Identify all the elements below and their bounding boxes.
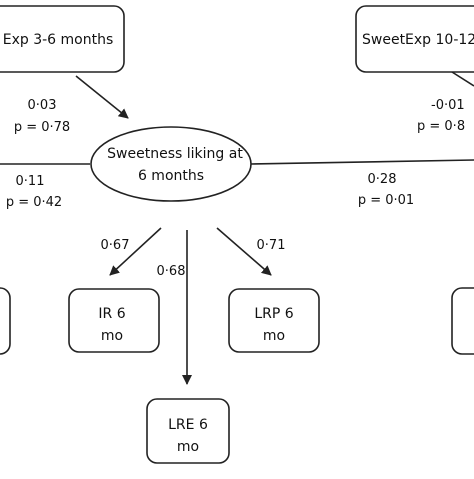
node-sweetexp-10-12-label: SweetExp 10-12 <box>362 32 474 48</box>
latent-label-line1: Sweetness liking at <box>107 146 243 162</box>
node-lre: LRE 6 mo <box>146 398 230 464</box>
arrow-latent-to-right <box>250 159 474 165</box>
p-right: p = 0·01 <box>358 193 414 208</box>
loading-ir: 0·67 <box>101 238 130 253</box>
p-exp1012: p = 0·8 <box>417 119 465 134</box>
coef-exp36: 0·03 <box>28 98 57 113</box>
arrow-latent-to-ir <box>109 227 162 276</box>
node-lre-line2: mo <box>177 439 199 455</box>
node-right-partial <box>451 287 474 355</box>
node-lrp-line2: mo <box>263 328 285 344</box>
coef-right: 0·28 <box>368 172 397 187</box>
p-left: p = 0·42 <box>6 195 62 210</box>
latent-label-line2: 6 months <box>138 168 204 184</box>
loading-lre: 0·68 <box>157 264 186 279</box>
node-ir-line2: mo <box>101 328 123 344</box>
coef-left: 0·11 <box>16 174 45 189</box>
node-sweetexp-3-6: Exp 3-6 months <box>0 5 125 73</box>
node-lrp: LRP 6 mo <box>228 288 320 353</box>
node-lrp-line1: LRP 6 <box>254 306 293 322</box>
arrow-exp1012-partial <box>451 71 474 87</box>
coef-exp1012: -0·01 <box>431 98 465 113</box>
node-sweetexp-3-6-label: Exp 3-6 months <box>3 32 114 48</box>
node-sweetexp-10-12: SweetExp 10-12 <box>355 5 474 73</box>
node-left-partial <box>0 287 11 355</box>
latent-sweetness-liking: Sweetness liking at 6 months <box>90 126 252 202</box>
loading-lrp: 0·71 <box>257 238 286 253</box>
arrow-exp36-to-latent <box>75 75 129 119</box>
node-ir-line1: IR 6 <box>98 306 125 322</box>
node-ir: IR 6 mo <box>68 288 160 353</box>
node-lre-line1: LRE 6 <box>168 417 208 433</box>
arrow-latent-to-lrp <box>216 227 272 276</box>
p-exp36: p = 0·78 <box>14 120 70 135</box>
